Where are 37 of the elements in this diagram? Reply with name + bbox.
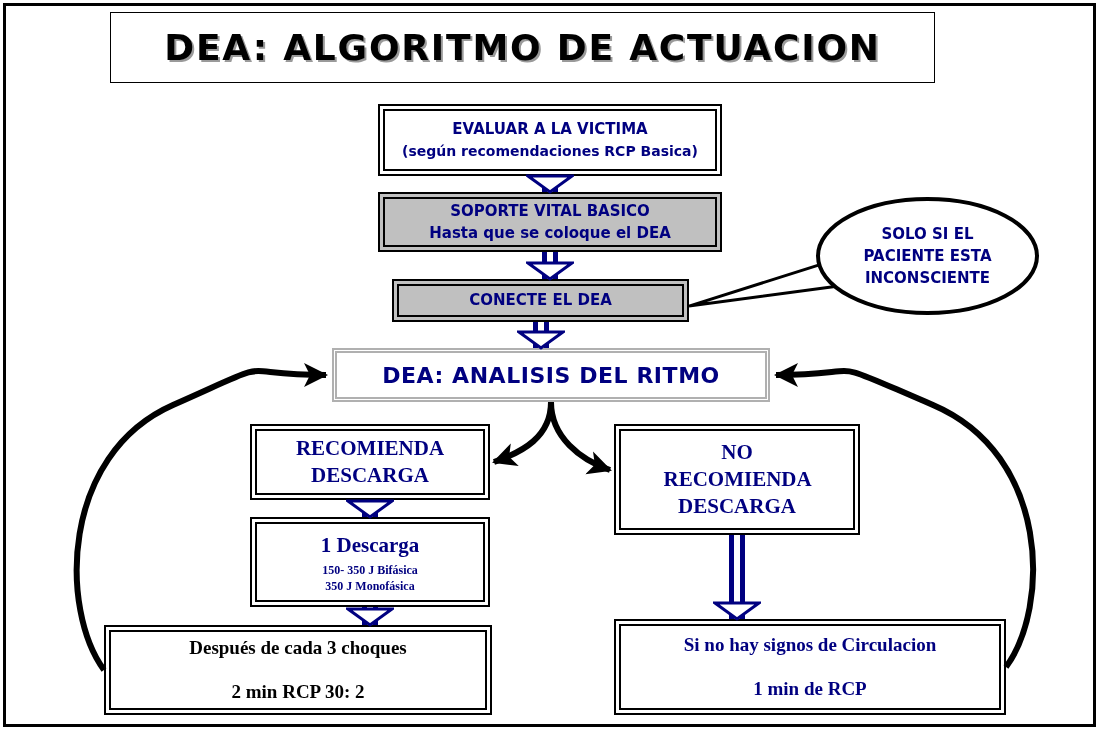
decision-box	[614, 424, 860, 535]
node-text: Si no hay signos de Circulacion	[683, 632, 937, 657]
node-text: SOLO SI EL PACIENTE ESTA INCONSCIENTE	[862, 224, 993, 289]
node-text: DEA: ANALISIS DEL RITMO	[382, 361, 720, 390]
decision-box	[250, 424, 490, 500]
node-text: 350 J Monofásica	[325, 577, 415, 594]
process-box	[104, 625, 492, 715]
node-text: SOPORTE VITAL BASICO	[450, 200, 650, 222]
node-text: 150- 350 J Bifásica	[322, 561, 418, 578]
node-text: 1 min de RCP	[753, 677, 867, 701]
process-box	[614, 619, 1006, 715]
process-box	[332, 348, 770, 402]
curved-arrow	[548, 401, 612, 474]
node-text: (según recomendaciones RCP Basica)	[402, 141, 698, 161]
node-text: Después de cada 3 choques	[189, 635, 407, 660]
block-arrow	[713, 535, 761, 621]
node-text: EVALUAR A LA VICTIMA	[452, 119, 648, 141]
block-arrow	[526, 252, 574, 281]
block-arrow	[346, 607, 394, 627]
curved-arrow	[774, 362, 1036, 669]
node-text: CONECTE EL DEA	[469, 290, 612, 312]
block-arrow	[526, 174, 574, 194]
node-text: 2 min RCP 30: 2	[231, 680, 365, 704]
speech-bubble	[815, 196, 1040, 316]
block-arrow	[346, 499, 394, 519]
process-box	[392, 279, 689, 322]
process-box	[378, 192, 722, 252]
title: DEA: ALGORITMO DE ACTUACION	[110, 12, 935, 83]
node-text: RECOMIENDA DESCARGA	[294, 435, 446, 489]
process-box	[378, 104, 722, 176]
callout-tail	[687, 263, 837, 308]
block-arrow	[517, 322, 565, 350]
node-text: NO RECOMIENDA DESCARGA	[662, 439, 813, 520]
node-text: Hasta que se coloque el DEA	[429, 223, 671, 244]
curved-arrow	[73, 362, 328, 672]
process-box	[250, 517, 490, 607]
node-text: 1 Descarga	[320, 532, 420, 560]
